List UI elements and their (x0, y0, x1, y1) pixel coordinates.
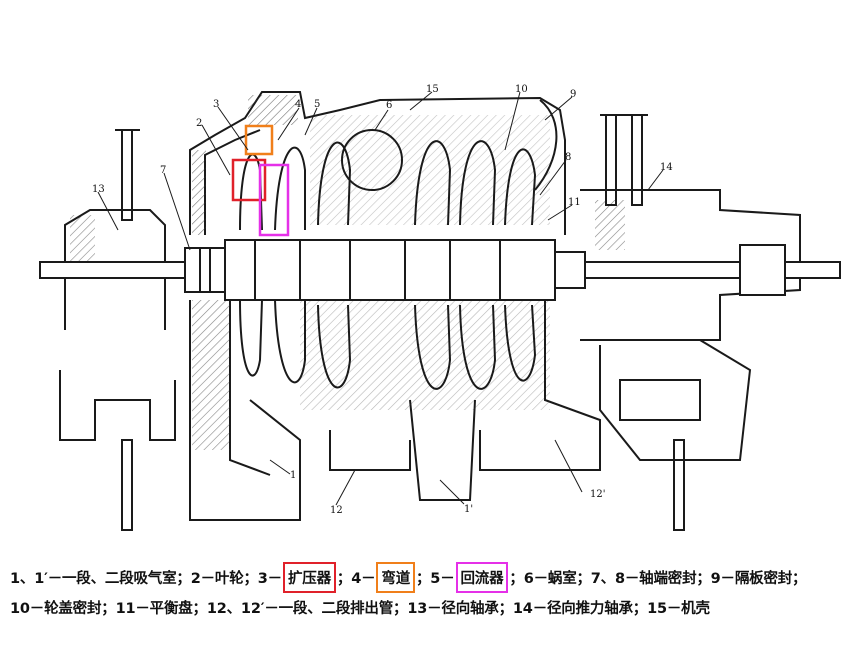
label-15: 15 (426, 84, 439, 95)
supports (115, 114, 685, 531)
label-1: 1 (290, 470, 296, 481)
rotor-shaft (39, 239, 841, 301)
label-12-prime: 12' (590, 489, 605, 500)
legend-diffuser-boxed: 扩压器 (282, 562, 336, 593)
label-6: 6 (386, 100, 392, 111)
impeller-passages (239, 140, 537, 390)
legend-text-c: ；5－ (416, 571, 455, 587)
label-8: 8 (565, 152, 571, 163)
legend-bend-boxed: 弯道 (376, 562, 415, 593)
label-5: 5 (314, 99, 320, 110)
legend-text-b: ；4－ (336, 571, 376, 587)
legend-text-d: ；6－蜗室；7、8－轴端密封；9－隔板密封； (509, 571, 807, 587)
legend-line-2: 10－轮盖密封；11－平衡盘；12、12′－一段、二段排出管；13－径向轴承；1… (10, 601, 710, 617)
label-9: 9 (570, 89, 576, 100)
label-1-prime: 1' (464, 504, 473, 515)
label-2: 2 (196, 118, 202, 129)
bend-highlight-box (244, 124, 274, 156)
diffuser-highlight-box (231, 158, 267, 202)
legend-line-1: 1、1′－一段、二段吸气室；2－叶轮；3－扩压器；4－弯道；5－回流器；6－蜗室… (10, 562, 855, 593)
return-channel-highlight-box (258, 163, 290, 237)
highlight-boxes (231, 124, 290, 237)
label-11: 11 (568, 197, 581, 208)
leader-lines (97, 91, 664, 506)
label-3: 3 (213, 99, 219, 110)
legend-text-a: 1、1′－一段、二段吸气室；2－叶轮；3－ (10, 571, 282, 587)
label-13: 13 (92, 184, 105, 195)
label-4: 4 (295, 99, 301, 110)
label-14: 14 (660, 162, 673, 173)
legend-return-channel-boxed: 回流器 (455, 562, 509, 593)
label-7: 7 (160, 165, 166, 176)
part-number-labels: 1 1' 2 3 4 5 6 7 8 9 10 11 12 12' 13 14 … (92, 84, 673, 516)
label-12: 12 (330, 505, 343, 516)
label-10: 10 (515, 84, 528, 95)
